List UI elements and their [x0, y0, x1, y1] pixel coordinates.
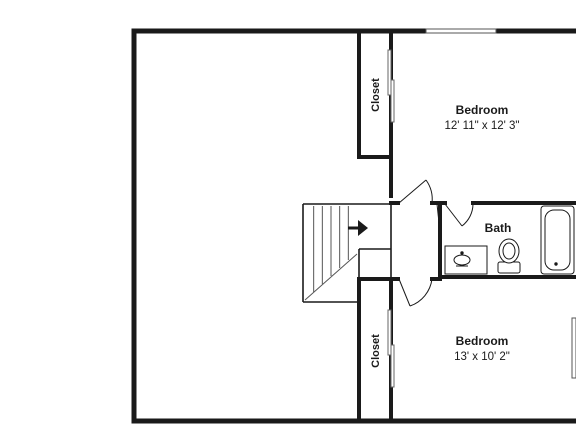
- door-bath: [444, 203, 474, 227]
- stair-landing: [302, 203, 392, 303]
- stair-treads: [304, 206, 358, 301]
- window-top-bedroom: [425, 28, 497, 34]
- room-label-bedroom-bottom: Bedroom: [456, 334, 509, 348]
- door-hall-side: [436, 203, 441, 233]
- room-dimensions-bedroom-bottom: 13' x 10' 2": [454, 351, 510, 363]
- bath-toilet: [497, 238, 521, 274]
- stair-break-line: [304, 253, 358, 301]
- closet-doors: [387, 49, 395, 388]
- stair-direction-arrow: [348, 220, 368, 236]
- bath-tub: [540, 205, 575, 275]
- outer-walls: [131, 28, 576, 424]
- window-right-bedroom: [571, 317, 576, 379]
- bath-vanity: [444, 245, 488, 275]
- room-label-bath: Bath: [485, 221, 512, 235]
- door-top-bedroom: [398, 179, 433, 204]
- door-bottom-bedroom: [398, 278, 433, 307]
- room-label-closet-bottom: Closet: [370, 334, 382, 368]
- room-label-closet-top: Closet: [370, 78, 382, 112]
- room-dimensions-bedroom-top: 12' 11" x 12' 3": [444, 120, 519, 132]
- room-label-bedroom-top: Bedroom: [456, 103, 509, 117]
